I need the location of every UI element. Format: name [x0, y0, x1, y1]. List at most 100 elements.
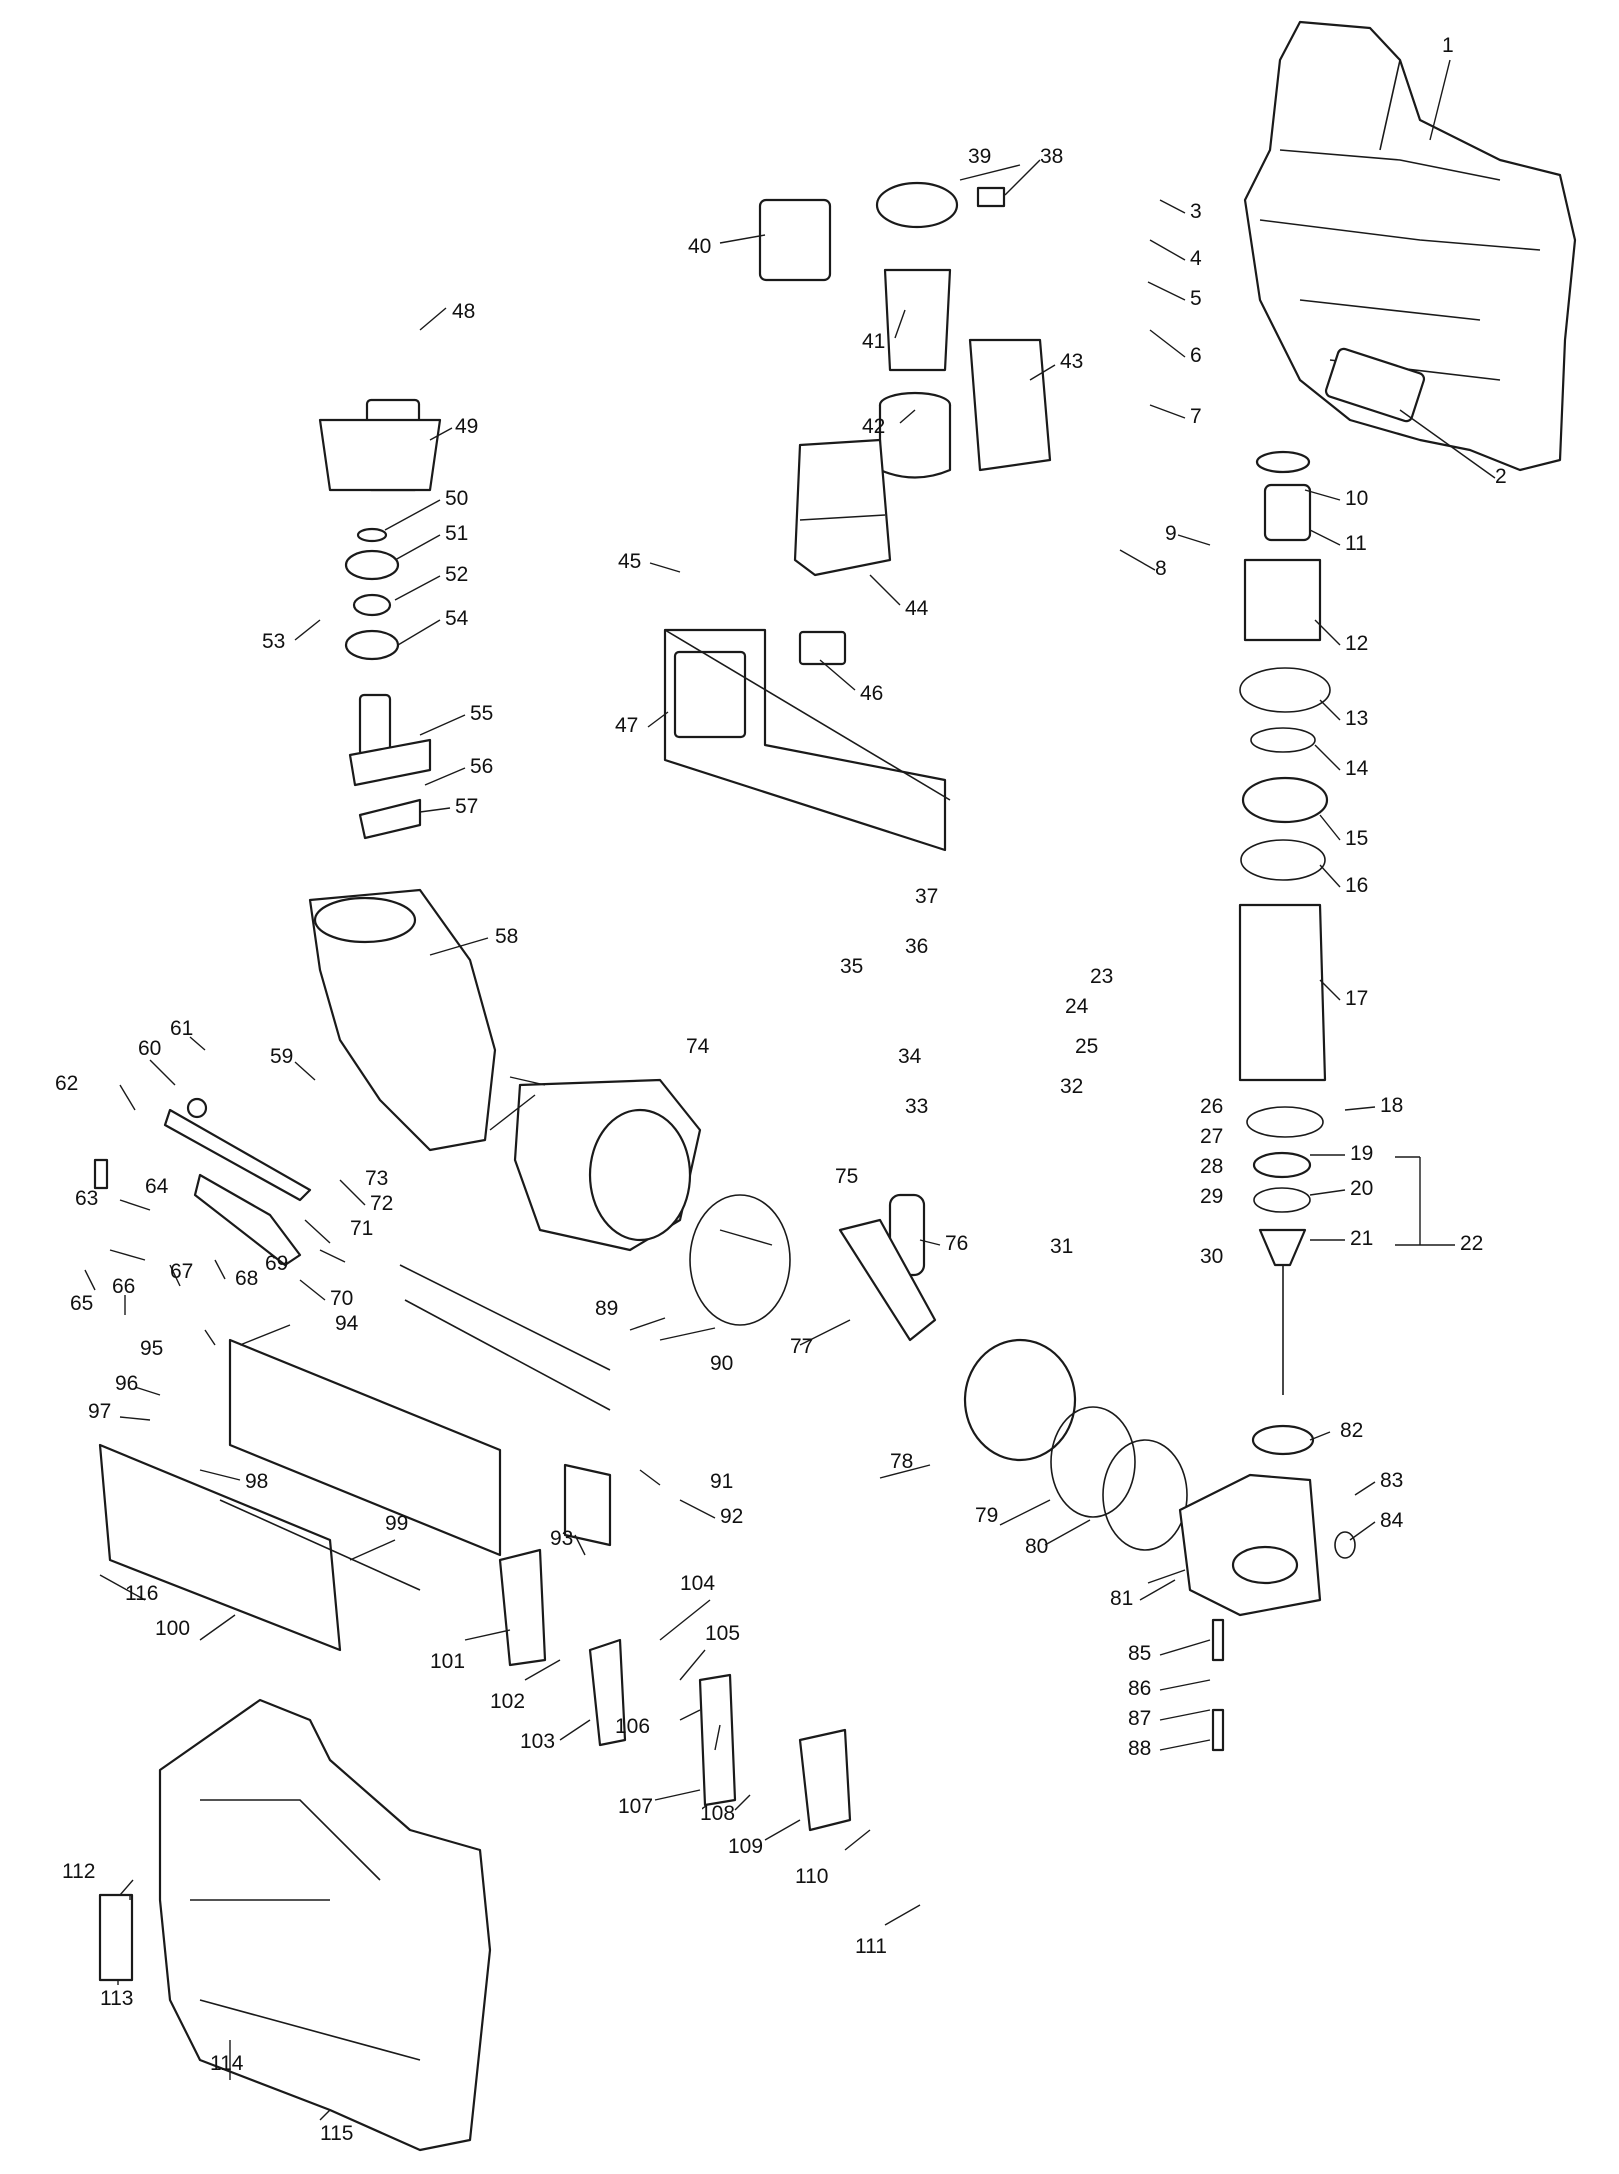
callout-104: 104 [680, 1572, 715, 1595]
callout-21: 21 [1350, 1227, 1373, 1250]
callout-47: 47 [615, 714, 638, 737]
callout-97: 97 [88, 1400, 111, 1423]
callout-94: 94 [335, 1312, 359, 1335]
callout-66: 66 [112, 1275, 135, 1298]
callout-8: 8 [1155, 557, 1167, 580]
driver-column [1238, 450, 1331, 1456]
callout-112: 112 [62, 1860, 95, 1883]
callout-102: 102 [490, 1690, 525, 1713]
callout-109: 109 [728, 1835, 763, 1858]
callout-42: 42 [862, 415, 885, 438]
callout-56: 56 [470, 755, 493, 778]
callout-23: 23 [1090, 965, 1113, 988]
callout-1: 1 [1442, 34, 1454, 57]
callout-69: 69 [265, 1252, 288, 1275]
callout-44: 44 [905, 597, 929, 620]
callout-67: 67 [170, 1260, 193, 1283]
callout-45: 45 [618, 550, 641, 573]
callout-73: 73 [365, 1167, 388, 1190]
callout-2: 2 [1495, 465, 1507, 488]
callout-92: 92 [720, 1505, 743, 1528]
callout-74: 74 [686, 1035, 710, 1058]
callout-43: 43 [1060, 350, 1083, 373]
callout-110: 110 [795, 1865, 828, 1888]
callout-61: 61 [170, 1017, 193, 1040]
callout-95: 95 [140, 1337, 163, 1360]
callout-116: 116 [125, 1582, 158, 1605]
callout-31: 31 [1050, 1235, 1073, 1258]
callout-83: 83 [1380, 1469, 1403, 1492]
callout-10: 10 [1345, 487, 1368, 510]
callout-48: 48 [452, 300, 475, 323]
housing-left [98, 1698, 492, 2152]
control-board [663, 628, 947, 852]
callout-62: 62 [55, 1072, 78, 1095]
callout-17: 17 [1345, 987, 1368, 1010]
callout-46: 46 [860, 682, 883, 705]
callout-4: 4 [1190, 247, 1202, 270]
nose-housing [1178, 1473, 1356, 1752]
magazine [98, 1264, 612, 1652]
callout-70: 70 [330, 1287, 353, 1310]
callout-14: 14 [1345, 757, 1369, 780]
callout-86: 86 [1128, 1677, 1151, 1700]
callout-77: 77 [790, 1335, 813, 1358]
callout-50: 50 [445, 487, 468, 510]
callout-88: 88 [1128, 1737, 1151, 1760]
callout-13: 13 [1345, 707, 1368, 730]
callout-38: 38 [1040, 145, 1063, 168]
leader-lines [84, 59, 1496, 2121]
callout-16: 16 [1345, 874, 1368, 897]
callout-32: 32 [1060, 1075, 1083, 1098]
callout-6: 6 [1190, 344, 1202, 367]
callout-63: 63 [75, 1187, 98, 1210]
callout-60: 60 [138, 1037, 161, 1060]
callout-52: 52 [445, 563, 468, 586]
callout-111: 111 [855, 1935, 887, 1958]
callout-28: 28 [1200, 1155, 1223, 1178]
callout-99: 99 [385, 1512, 408, 1535]
callout-100: 100 [155, 1617, 190, 1640]
callout-89: 89 [595, 1297, 618, 1320]
callout-49: 49 [455, 415, 478, 438]
callout-115: 115 [320, 2122, 353, 2145]
callout-27: 27 [1200, 1125, 1223, 1148]
callout-79: 79 [975, 1504, 998, 1527]
callout-84: 84 [1380, 1509, 1404, 1532]
callout-22: 22 [1460, 1232, 1483, 1255]
callout-11: 11 [1345, 532, 1367, 555]
housing-right [1243, 20, 1577, 472]
callout-58: 58 [495, 925, 518, 948]
callout-81: 81 [1110, 1587, 1133, 1610]
callout-34: 34 [898, 1045, 922, 1068]
callout-57: 57 [455, 795, 478, 818]
callout-90: 90 [710, 1352, 733, 1375]
callout-98: 98 [245, 1470, 268, 1493]
callout-labels: 1 2 3 4 5 6 7 8 9 10 11 12 13 14 15 16 1… [55, 34, 1507, 2145]
callout-101: 101 [430, 1650, 465, 1673]
callout-105: 105 [705, 1622, 740, 1645]
callout-24: 24 [1065, 995, 1089, 1018]
callout-96: 96 [115, 1372, 138, 1395]
callout-41: 41 [862, 330, 885, 353]
callout-71: 71 [350, 1217, 373, 1240]
callout-5: 5 [1190, 287, 1202, 310]
callout-35: 35 [840, 955, 863, 978]
cylinder-sleeve [513, 1078, 791, 1326]
callout-114: 114 [210, 2052, 244, 2075]
callout-3: 3 [1190, 200, 1202, 223]
callout-25: 25 [1075, 1035, 1098, 1058]
callout-91: 91 [710, 1470, 733, 1493]
callout-26: 26 [1200, 1095, 1223, 1118]
piston-assembly [838, 1193, 1188, 1551]
callout-103: 103 [520, 1730, 555, 1753]
callout-65: 65 [70, 1292, 93, 1315]
callout-51: 51 [445, 522, 468, 545]
callout-33: 33 [905, 1095, 928, 1118]
callout-78: 78 [890, 1450, 913, 1473]
callout-19: 19 [1350, 1142, 1373, 1165]
callout-55: 55 [470, 702, 493, 725]
callout-108: 108 [700, 1802, 735, 1825]
callout-39: 39 [968, 145, 991, 168]
